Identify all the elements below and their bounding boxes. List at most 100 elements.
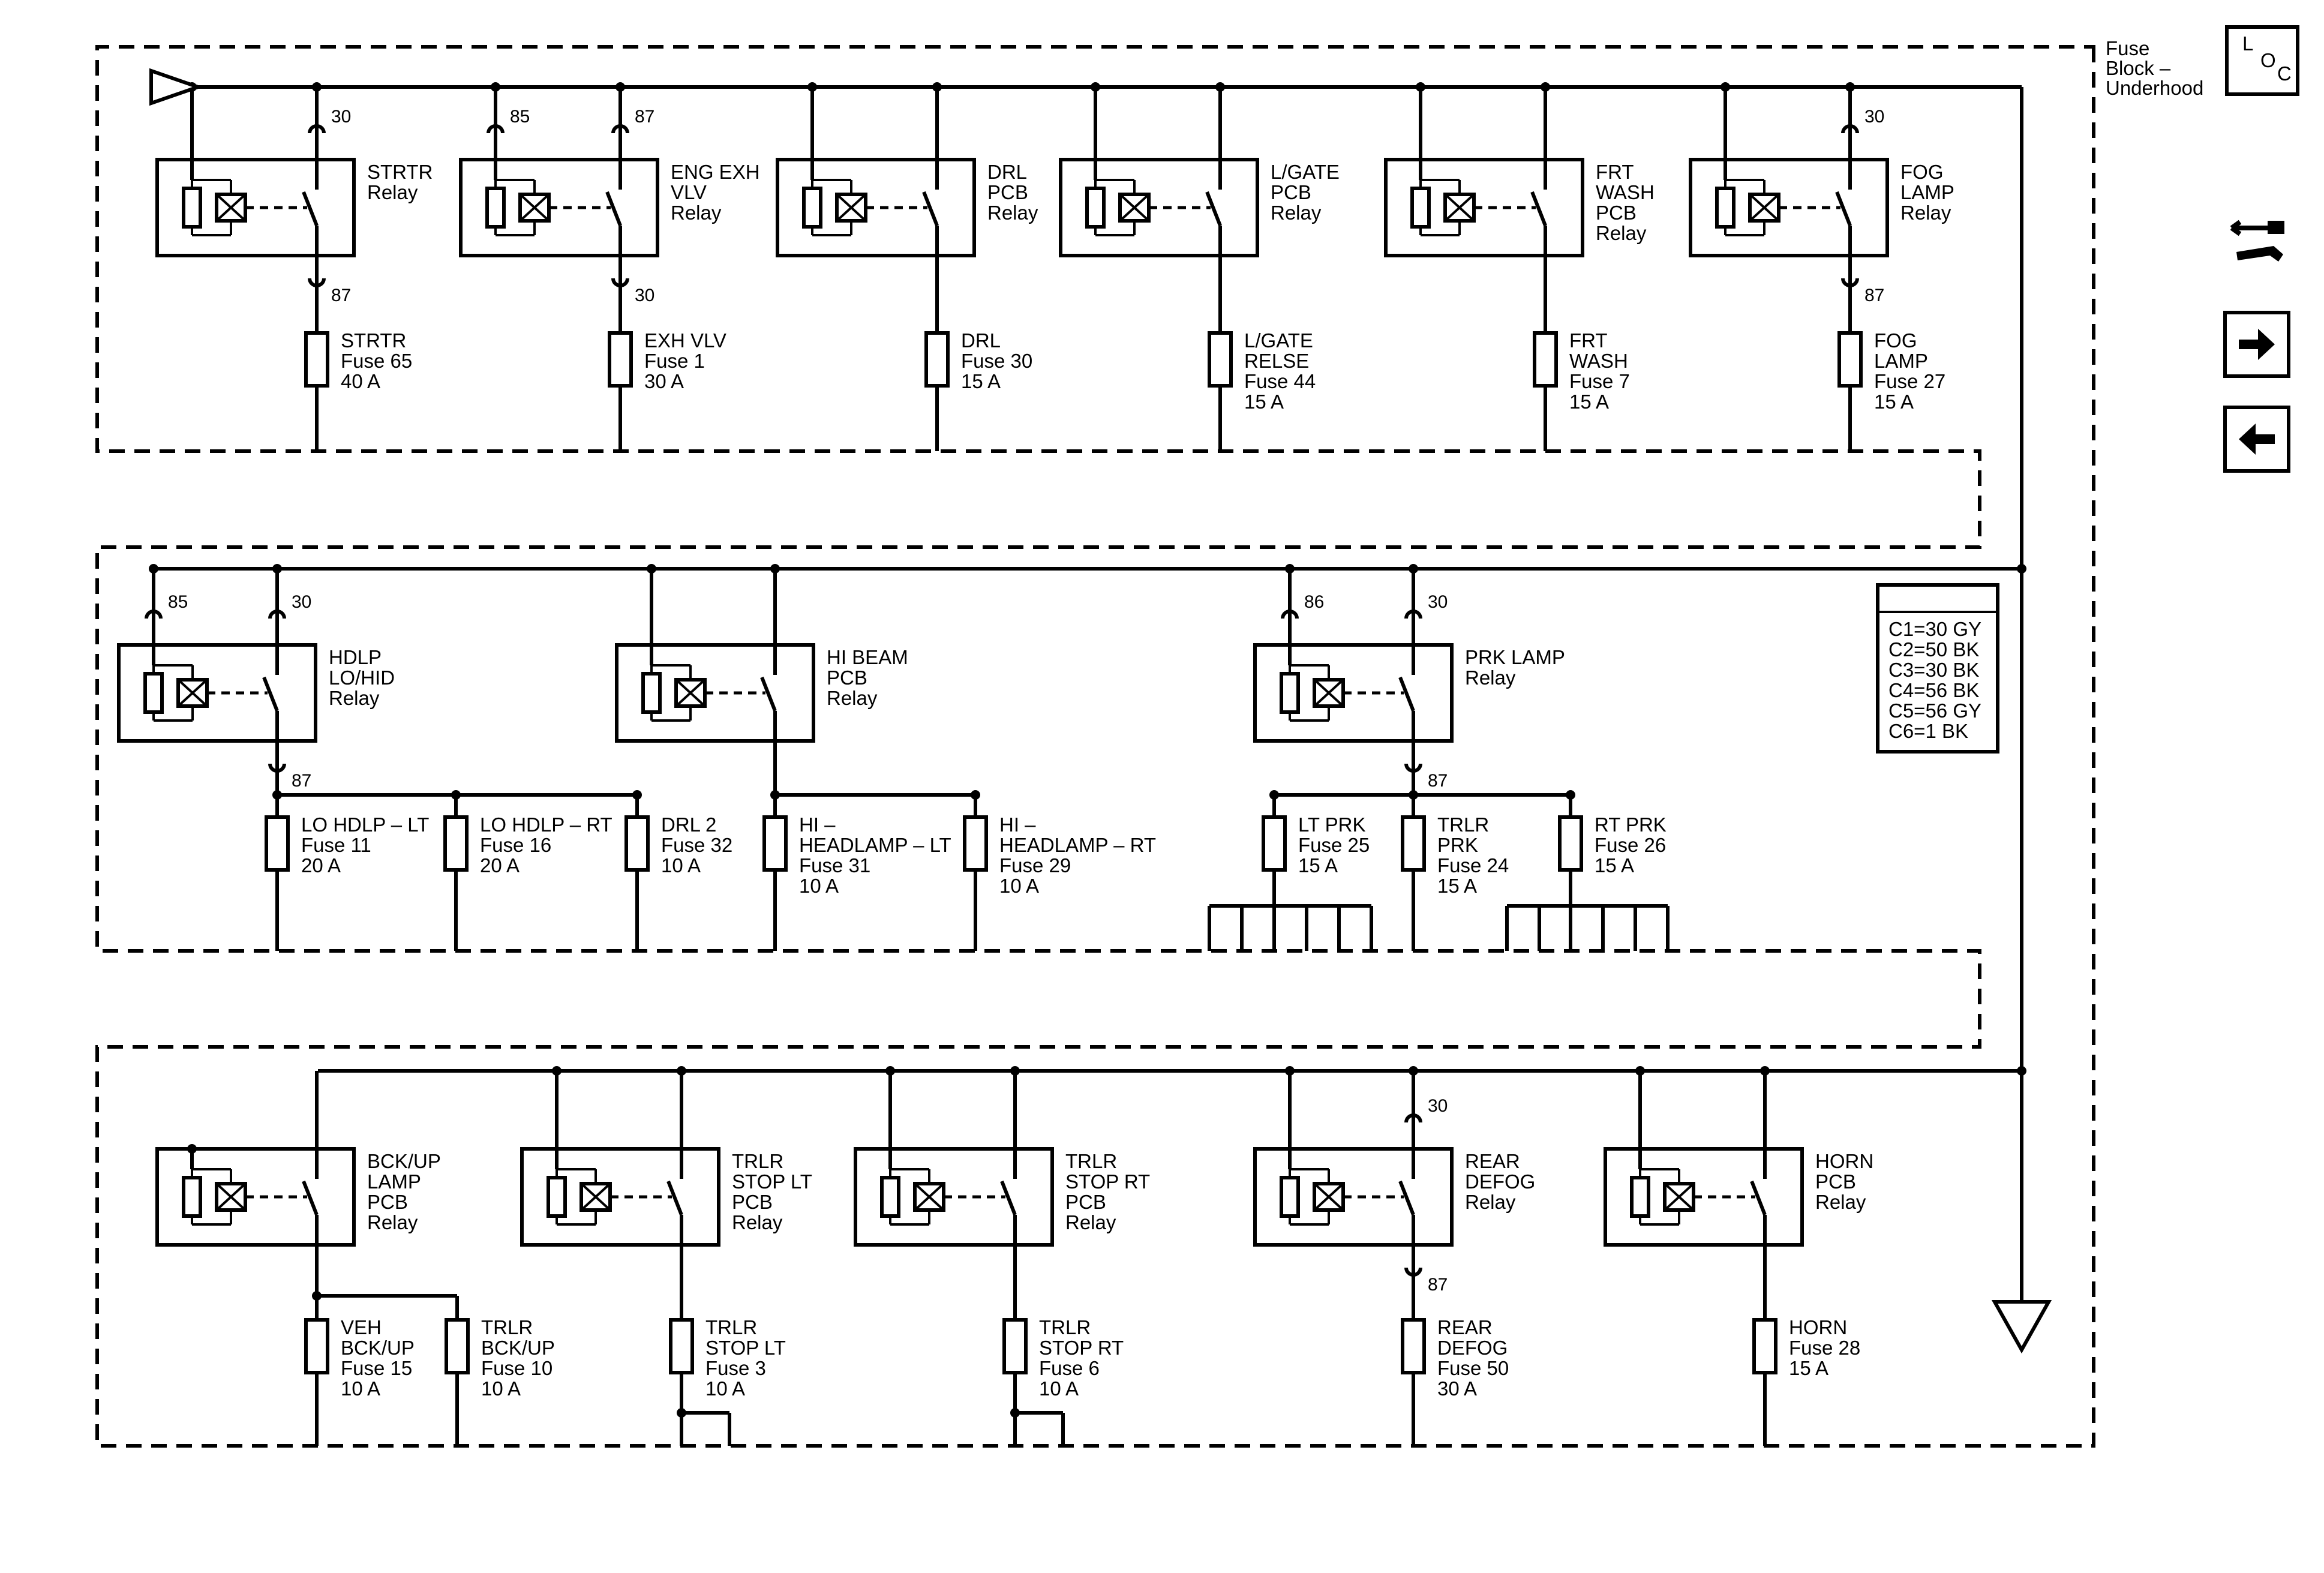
splice-dot (677, 1066, 686, 1076)
relay-label-line: STOP RT (1065, 1170, 1150, 1193)
pin-label: 87 (331, 286, 351, 305)
conn-id-entry-line: C4=56 BK (1888, 679, 1979, 701)
fuse-label-line: HEADLAMP – LT (799, 834, 951, 856)
pin-label: 85 (168, 592, 188, 612)
pin-label-line: 87 (1428, 771, 1448, 791)
relay-label-line: Relay (1065, 1211, 1116, 1233)
pin-label: 85 (510, 107, 530, 127)
fuse-body (443, 815, 469, 872)
fuse-label-line: STOP RT (1039, 1337, 1124, 1359)
fuse-label-line: Fuse 25 (1298, 834, 1370, 856)
relay-label-line: Relay (987, 202, 1038, 224)
coil-resistor (802, 187, 822, 229)
splice-dot (770, 564, 780, 574)
fuse-body (1752, 1318, 1777, 1374)
relay-label-line: Relay (367, 1211, 418, 1233)
wire-segment (922, 191, 939, 227)
splice-dot (932, 82, 942, 92)
fuse-label-line: HI – (999, 813, 1036, 836)
output-comb (1208, 904, 1373, 951)
previous-page-button[interactable] (2223, 406, 2290, 473)
fuse-body (1837, 331, 1863, 388)
splice-dot (1285, 1066, 1295, 1076)
pin-label-line: 87 (292, 771, 311, 791)
fuse-label-line: RT PRK (1595, 813, 1667, 836)
fuse-label-line: L/GATE (1244, 329, 1313, 352)
loc-icon-letter: C (2277, 62, 2292, 85)
pin-label: 30 (331, 107, 351, 127)
connector-wrench-button[interactable] (2226, 204, 2293, 271)
fuse-label-line: PRK (1437, 834, 1478, 856)
relay-label-line: Relay (827, 687, 878, 709)
coil-resistor (1085, 187, 1106, 229)
fuse-block-title-line: Underhood (2106, 77, 2203, 99)
splice-dot (770, 790, 780, 800)
fuse-label-line: LAMP (1874, 350, 1928, 372)
fuse-body (1401, 815, 1426, 872)
next-page-button[interactable] (2223, 311, 2290, 378)
fuse-body (445, 1318, 470, 1374)
relay-label-line: Relay (1465, 1191, 1516, 1213)
pin-label: 30 (292, 592, 311, 612)
fuse-label-line: Fuse 7 (1569, 370, 1630, 392)
splice-dot (491, 82, 500, 92)
connector-wrench-icon (2230, 220, 2284, 262)
fuse-label-line: Fuse 24 (1437, 854, 1509, 876)
fuse-label-line: DEFOG (1437, 1337, 1508, 1359)
pin-label-line: 30 (635, 286, 654, 305)
arrow-right-icon (2239, 329, 2275, 360)
connector-pin (1404, 1267, 1422, 1277)
fuse-label-line: Fuse 6 (1039, 1357, 1100, 1379)
wire-segment (1313, 1182, 1344, 1211)
relay-label-line: BCK/UP (367, 1150, 441, 1172)
fuse-label-line: BCK/UP (481, 1337, 555, 1359)
fuse-label-line: Fuse 11 (301, 834, 371, 856)
relay-label-line: REAR (1465, 1150, 1520, 1172)
fuse-body (1208, 331, 1233, 388)
relay-label-line: HI BEAM (827, 646, 908, 668)
pin-label-line: 30 (331, 107, 351, 127)
splice-dot (552, 1066, 562, 1076)
fuse-body (1558, 815, 1583, 872)
fuse-label-line: EXH VLV (644, 329, 726, 352)
fuse-label-line: Fuse 16 (480, 834, 551, 856)
pin-label: 87 (292, 771, 311, 791)
connector-pin (308, 278, 326, 287)
splice-dot (615, 82, 625, 92)
relay-label-line: PCB (1815, 1170, 1856, 1193)
wire-segment (1398, 676, 1415, 712)
relay-label-line: Relay (671, 202, 722, 224)
connector-a-symbol (149, 68, 204, 106)
relay-label-line: Relay (732, 1211, 783, 1233)
pin-label-line: 30 (292, 592, 311, 612)
conn-id-entry-line: C6=1 BK (1888, 720, 1968, 742)
splice-dot (1215, 82, 1225, 92)
splice-dot (1409, 1066, 1418, 1076)
relay-label-line: Relay (1815, 1191, 1866, 1213)
fuse-label-line: 15 A (1244, 391, 1284, 413)
